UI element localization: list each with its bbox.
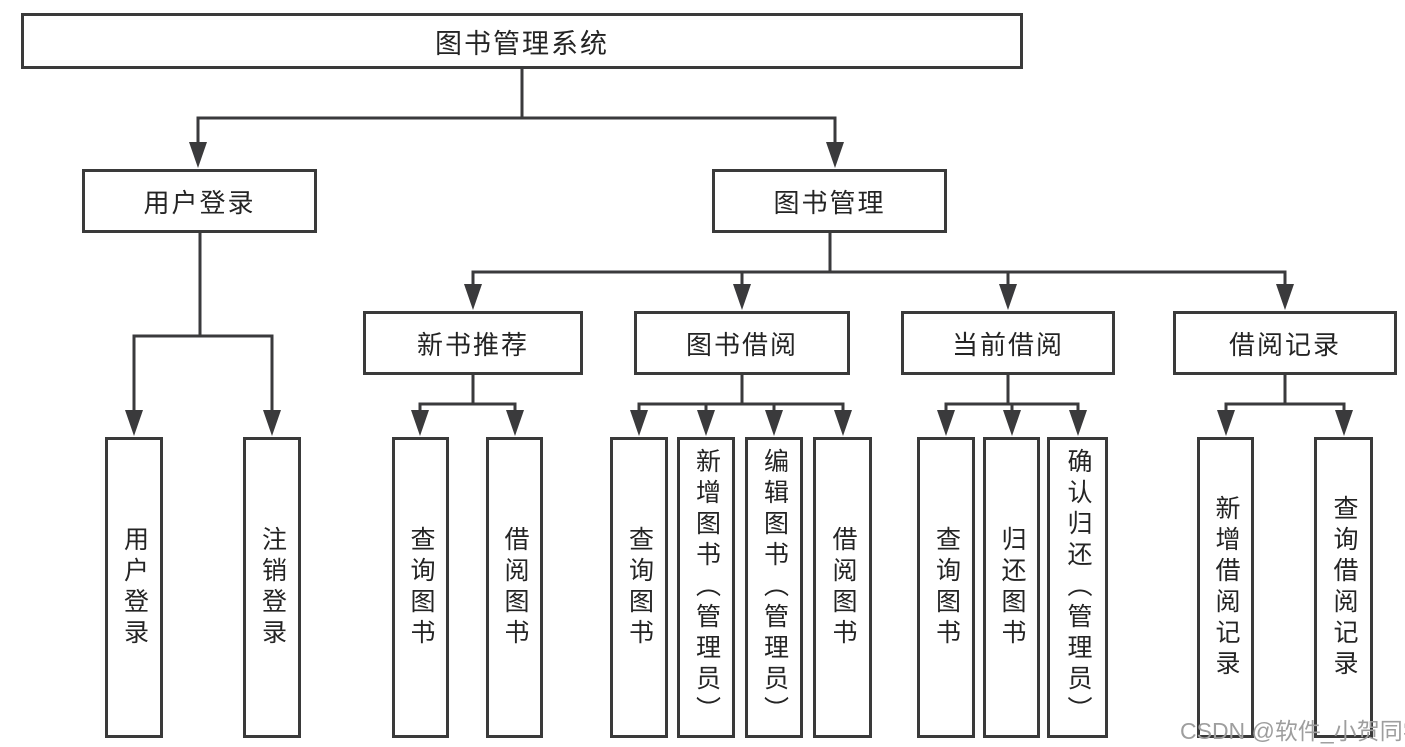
node-root: 图书管理系统 (21, 13, 1023, 69)
leaf-nbr-borrow-book: 借阅图书 (486, 437, 543, 738)
connector-root-to-level2 (189, 69, 844, 168)
leaf-bb-query-book-label: 查询图书 (625, 525, 654, 650)
leaf-bb-edit-book-admin-label: 编辑图书（管理员） (760, 448, 789, 727)
leaf-bb-query-book: 查询图书 (610, 437, 668, 738)
leaf-cb-query-book: 查询图书 (917, 437, 975, 738)
connector-borrow-records-children (1217, 375, 1353, 436)
leaf-logout: 注销登录 (243, 437, 301, 738)
leaf-bb-add-book-admin: 新增图书（管理员） (677, 437, 735, 738)
leaf-nbr-query-book: 查询图书 (392, 437, 449, 738)
node-current-borrow-label: 当前借阅 (951, 329, 1064, 360)
leaf-bb-borrow-book-label: 借阅图书 (829, 525, 857, 650)
node-current-borrow: 当前借阅 (901, 311, 1115, 375)
node-new-book-recommend-label: 新书推荐 (416, 329, 529, 360)
leaf-logout-label: 注销登录 (258, 525, 287, 650)
leaf-cb-query-book-label: 查询图书 (932, 525, 961, 650)
connector-book-management-children (464, 233, 1294, 310)
leaf-cb-confirm-return-admin-label: 确认归还（管理员） (1064, 448, 1092, 727)
leaf-br-add-record-label: 新增借阅记录 (1212, 494, 1240, 681)
leaf-cb-confirm-return-admin: 确认归还（管理员） (1047, 437, 1108, 738)
leaf-br-add-record: 新增借阅记录 (1197, 437, 1254, 738)
leaf-cb-return-book-label: 归还图书 (998, 525, 1026, 650)
leaf-cb-return-book: 归还图书 (983, 437, 1040, 738)
leaf-nbr-query-book-label: 查询图书 (407, 525, 435, 650)
connector-book-borrow-children (630, 375, 852, 436)
connector-new-book-recommend-children (411, 375, 524, 436)
node-book-management-label: 图书管理 (773, 187, 886, 218)
node-user-login-label: 用户登录 (143, 187, 256, 218)
leaf-br-query-record: 查询借阅记录 (1314, 437, 1373, 738)
node-user-login: 用户登录 (82, 169, 317, 233)
leaf-nbr-borrow-book-label: 借阅图书 (501, 525, 529, 650)
node-book-management: 图书管理 (712, 169, 947, 233)
node-borrow-records-label: 借阅记录 (1228, 329, 1341, 360)
leaf-user-login-label: 用户登录 (120, 525, 149, 650)
node-root-label: 图书管理系统 (435, 28, 609, 59)
node-new-book-recommend: 新书推荐 (363, 311, 583, 375)
connector-user-login-children (125, 233, 281, 436)
node-book-borrow-label: 图书借阅 (685, 329, 798, 360)
connector-current-borrow-children (937, 375, 1087, 436)
node-book-borrow: 图书借阅 (634, 311, 850, 375)
leaf-user-login: 用户登录 (105, 437, 163, 738)
leaf-bb-edit-book-admin: 编辑图书（管理员） (745, 437, 803, 738)
node-borrow-records: 借阅记录 (1173, 311, 1397, 375)
leaf-bb-add-book-admin-label: 新增图书（管理员） (692, 448, 721, 727)
leaf-br-query-record-label: 查询借阅记录 (1330, 494, 1358, 681)
watermark: CSDN @软件_小贺同学 (1180, 718, 1405, 744)
leaf-bb-borrow-book: 借阅图书 (813, 437, 872, 738)
